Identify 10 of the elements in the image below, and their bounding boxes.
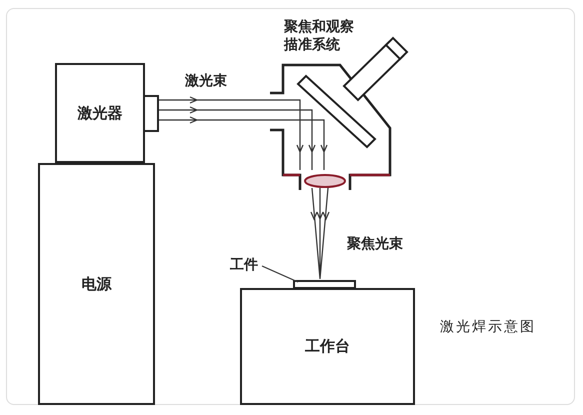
focused-beam-arrow (310, 187, 330, 280)
power-supply-box: 电源 (38, 163, 155, 405)
laser-box: 激光器 (55, 63, 145, 163)
edge-label: 激光束 (183, 72, 229, 90)
worktable-box: 工作台 (240, 288, 415, 405)
leader-line (262, 265, 298, 283)
part-label: 工件 (226, 255, 262, 275)
heading: 聚焦和观察描准系统 (284, 18, 355, 54)
edge-label: 聚焦光束 (345, 235, 405, 253)
laser-beam-arrow (158, 96, 328, 171)
